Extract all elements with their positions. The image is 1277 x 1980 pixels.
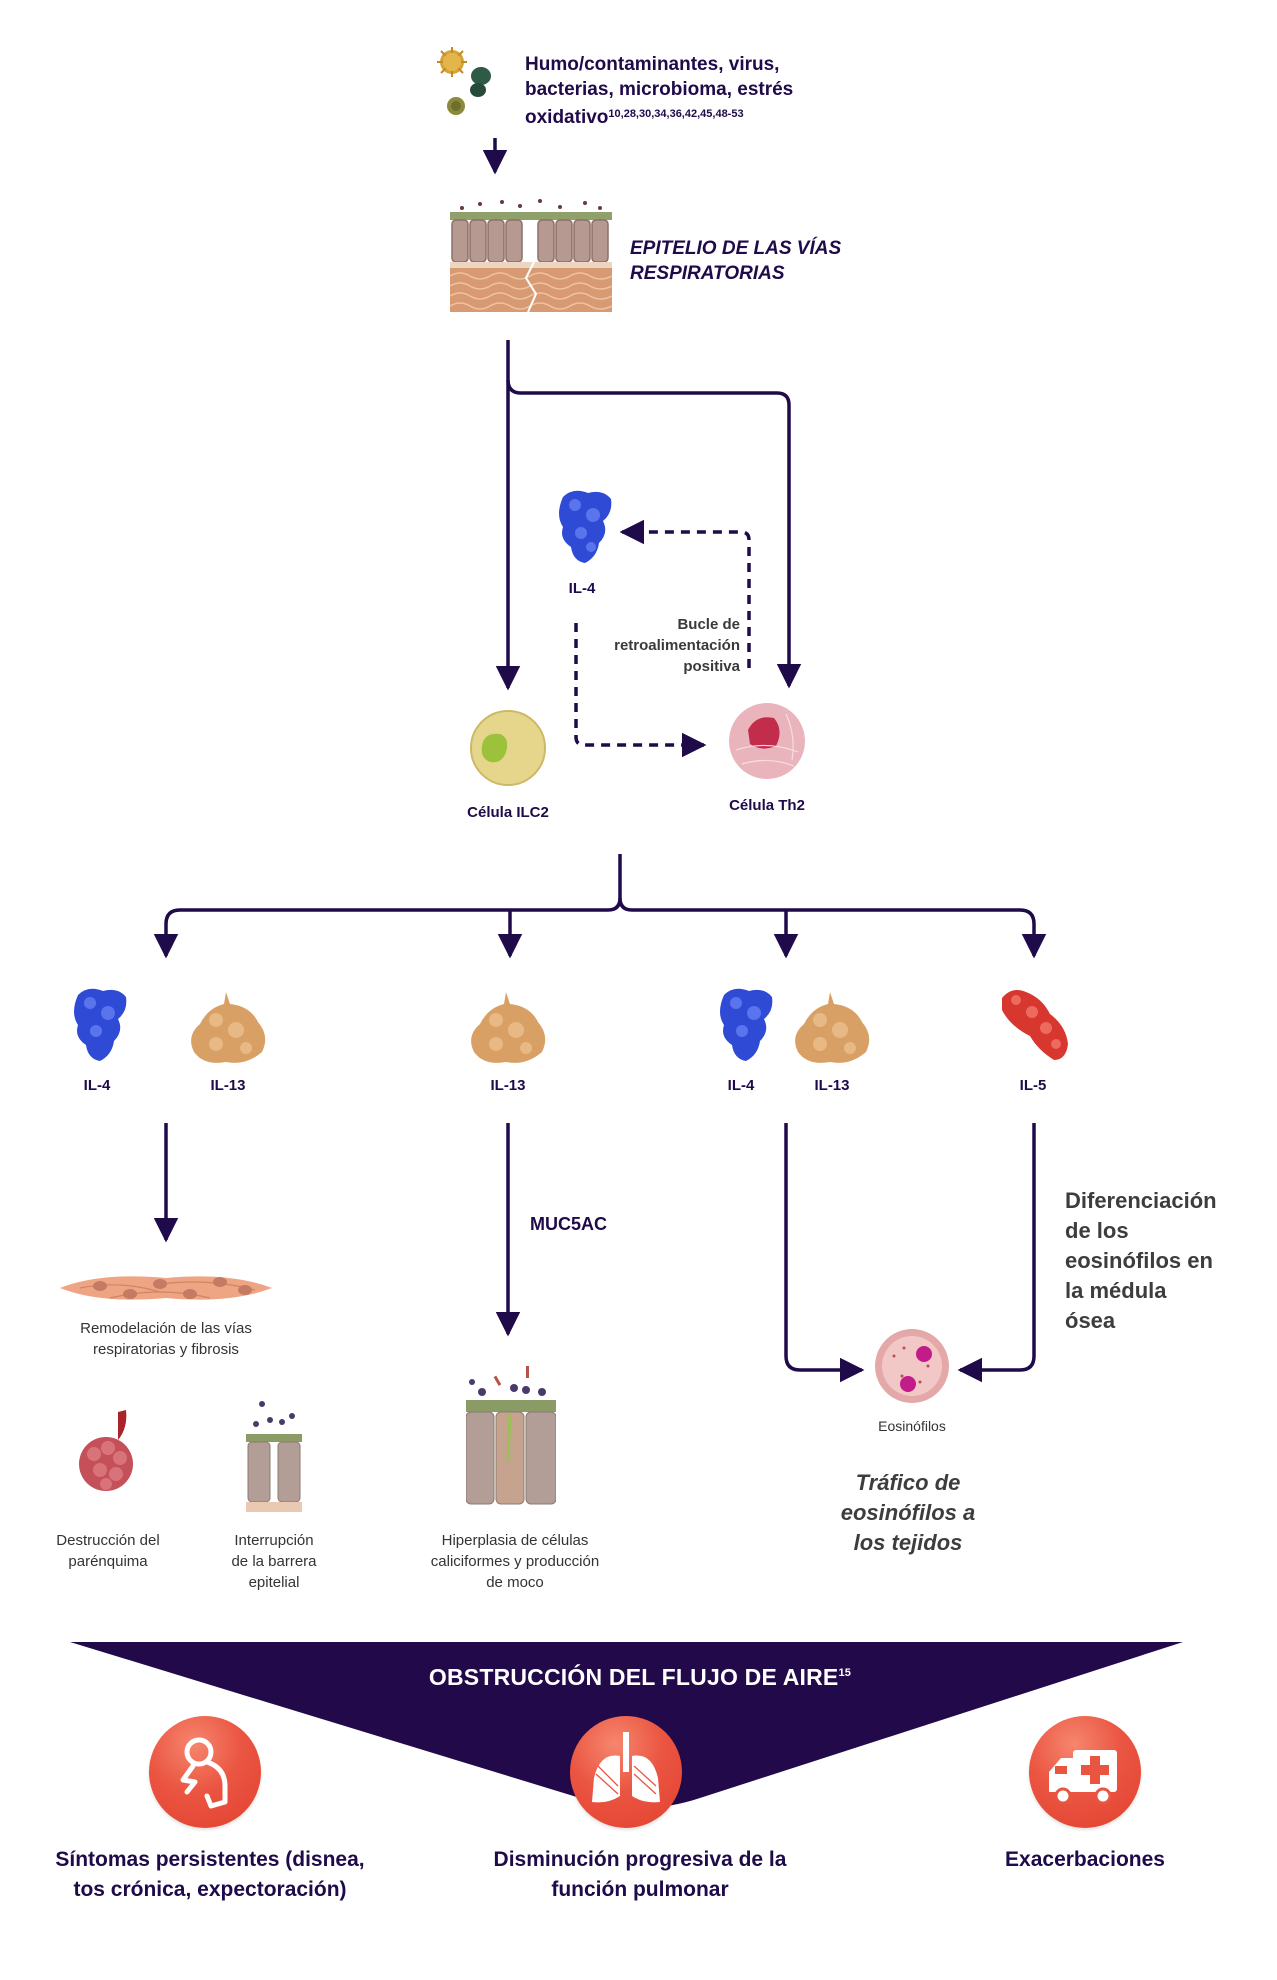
split-stem [153, 854, 622, 959]
dashed-arrow-il4-to-th2 [574, 623, 707, 758]
il13-label: IL-13 [210, 1077, 246, 1094]
ilc2-cell-icon [468, 708, 548, 788]
epithelium-label: EPITELIO DE LAS VÍAS RESPIRATORIAS [630, 236, 841, 286]
sources-references: 10,28,30,34,36,42,45,48-53 [608, 108, 744, 120]
ilc2-label: Célula ILC2 [467, 804, 549, 821]
epithelial-barrier-label: Interrupción de la barrera epitelial [204, 1530, 344, 1593]
epithelium-label-line2: RESPIRATORIAS [630, 263, 785, 284]
coughing-person-icon [149, 1716, 261, 1828]
split-right [618, 897, 1047, 959]
eosinophil-trafficking-label: Tráfico de eosinófilos a los tejidos [808, 1468, 1008, 1558]
pathogen-particles-icon [432, 46, 502, 122]
ambulance-icon [1029, 1716, 1141, 1828]
remodeling-label: Remodelación de las vías respiratorias y… [50, 1318, 282, 1360]
il4-label: IL-4 [83, 1077, 111, 1094]
differentiation-line4: la médula [1065, 1278, 1167, 1303]
dashed-arrow-th2-to-il4 [619, 519, 751, 668]
il5-label: IL-5 [1019, 1077, 1047, 1094]
arrow-to-eosinophil-left [784, 1123, 865, 1383]
parenchyma-icon [74, 1408, 140, 1494]
outcome-1-line1: Síntomas persistentes (disnea, [55, 1848, 365, 1871]
outcome-1-line2: tos crónica, expectoración) [73, 1878, 347, 1901]
airway-epithelium-image [449, 198, 613, 314]
outcome-lung-function-decline: Disminución progresiva de la función pul… [450, 1845, 830, 1905]
trafficking-line1: Tráfico de [855, 1470, 961, 1495]
parenchyma-label: Destrucción del parénquima [38, 1530, 178, 1572]
airflow-obstruction-title: OBSTRUCCIÓN DEL FLUJO DE AIRE15 [428, 1664, 852, 1690]
remodeling-label-line2: respiratorias y fibrosis [93, 1341, 239, 1358]
il5-protein-icon [996, 984, 1072, 1064]
trafficking-line3: los tejidos [853, 1530, 963, 1555]
il4-protein-icon [553, 487, 617, 567]
feedback-loop-label: Bucle de retroalimentación positiva [560, 614, 740, 677]
epithelium-label-line1: EPITELIO DE LAS VÍAS [630, 238, 842, 259]
il13-protein-icon [466, 990, 550, 1066]
differentiation-line5: ósea [1065, 1308, 1116, 1333]
outcome-persistent-symptoms: Síntomas persistentes (disnea, tos cróni… [20, 1845, 400, 1905]
arrow-epithelium-to-th2 [506, 379, 802, 689]
feedback-loop-line3: positiva [683, 658, 740, 675]
il4-protein-icon [68, 985, 130, 1063]
barrier-label-line3: epitelial [248, 1574, 300, 1591]
il4-label: IL-4 [727, 1077, 755, 1094]
outcome-2-line1: Disminución progresiva de la [493, 1848, 787, 1871]
th2-label: Célula Th2 [729, 797, 805, 814]
goblet-cell-image [465, 1362, 557, 1506]
il13-protein-icon [186, 990, 270, 1066]
differentiation-line3: eosinófilos en [1065, 1248, 1213, 1273]
differentiation-line2: de los [1065, 1218, 1129, 1243]
barrier-label-line2: de la barrera [231, 1553, 317, 1570]
goblet-label-line2: caliciformes y producción [430, 1553, 600, 1570]
muc5ac-label: MUC5AC [530, 1214, 608, 1234]
il4-loop-label: IL-4 [568, 580, 596, 597]
arrow-to-eosinophil-right [957, 1123, 1036, 1383]
il4-protein-icon [714, 985, 776, 1063]
outcome-3-line1: Exacerbaciones [1005, 1848, 1165, 1871]
eosinophil-cell-icon [872, 1326, 952, 1406]
goblet-label-line3: de moco [486, 1574, 544, 1591]
il13-protein-icon [790, 990, 874, 1066]
epithelial-barrier-image [246, 1400, 302, 1512]
trafficking-line2: eosinófilos a [840, 1500, 976, 1525]
sources-label: Humo/contaminantes, virus, bacterias, mi… [525, 54, 794, 128]
parenchyma-label-line1: Destrucción del [56, 1532, 160, 1549]
eosinophil-label: Eosinófilos [878, 1418, 946, 1434]
remodeling-label-line1: Remodelación de las vías [80, 1320, 252, 1337]
il13-label: IL-13 [490, 1077, 526, 1094]
obstruction-reference: 15 [838, 1667, 852, 1679]
outcome-2-line2: función pulmonar [551, 1878, 729, 1901]
outcome-exacerbations: Exacerbaciones [935, 1845, 1235, 1875]
lungs-icon [570, 1716, 682, 1828]
feedback-loop-line2: retroalimentación [614, 637, 740, 654]
parenchyma-label-line2: parénquima [68, 1553, 148, 1570]
barrier-label-line1: Interrupción [234, 1532, 314, 1549]
bone-marrow-differentiation-label: Diferenciación de los eosinófilos en la … [1065, 1186, 1265, 1336]
il13-label: IL-13 [814, 1077, 850, 1094]
goblet-label-line1: Hiperplasia de células [441, 1532, 589, 1549]
th2-cell-icon [726, 700, 808, 782]
fibrosis-cells-image [60, 1270, 272, 1306]
differentiation-line1: Diferenciación [1065, 1188, 1217, 1213]
goblet-hyperplasia-label: Hiperplasia de células caliciformes y pr… [400, 1530, 630, 1593]
feedback-loop-line1: Bucle de [677, 616, 740, 633]
